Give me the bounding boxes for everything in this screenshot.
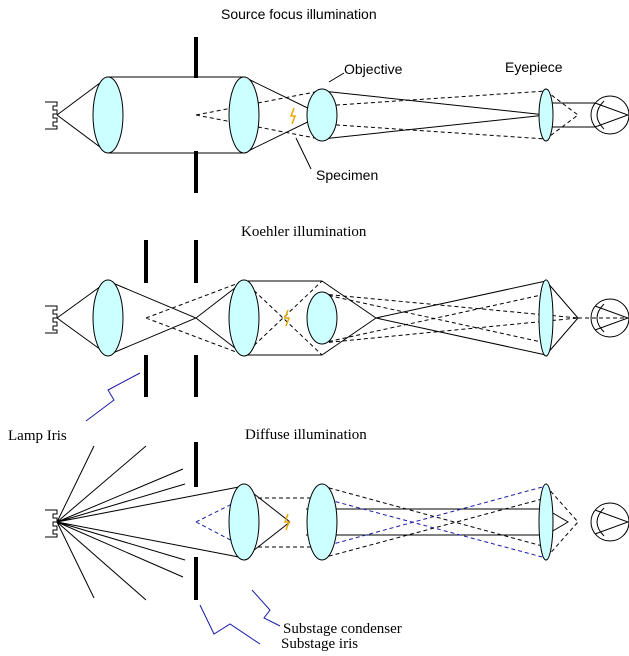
specimen-leader	[295, 137, 312, 170]
label-substage-condenser: Substage condenser	[283, 621, 402, 637]
lamp-filament-icon	[45, 509, 58, 538]
eye-rays	[594, 305, 629, 331]
collector-lens	[92, 76, 124, 154]
eye-lens-icon	[596, 507, 605, 537]
title-diffuse: Diffuse illumination	[245, 427, 367, 443]
label-substage-iris: Substage iris	[281, 636, 358, 652]
label-objective: Objective	[344, 61, 403, 77]
lamp-iris-leader	[85, 372, 141, 422]
image-dashed-rays-1	[145, 280, 323, 356]
lamp-filament-icon	[45, 101, 58, 130]
collimated-beam	[108, 76, 244, 154]
condenser-lens	[228, 76, 260, 154]
objective-leader	[328, 72, 345, 83]
label-eyepiece: Eyepiece	[505, 59, 563, 75]
eye-icon	[590, 298, 629, 338]
specimen-icon	[283, 309, 291, 327]
objective-lens	[306, 483, 338, 561]
eye-icon	[590, 502, 629, 542]
title-koehler: Koehler illumination	[241, 224, 367, 240]
eye-rays	[594, 102, 629, 128]
eye-lens-icon	[596, 100, 605, 130]
panel-koehler: Koehler illumination Lamp Iris	[8, 224, 629, 444]
objective-rays	[321, 90, 595, 140]
label-lamp-iris: Lamp Iris	[8, 428, 67, 444]
eyepiece-lens	[538, 88, 554, 142]
diffuse-rays	[56, 445, 245, 601]
eyepiece-lens	[538, 279, 554, 357]
title-source-focus: Source focus illumination	[221, 6, 377, 22]
crossing-rays	[107, 280, 245, 356]
specimen-icon	[283, 513, 291, 531]
eyepiece-lens	[538, 483, 554, 561]
panel-diffuse: Diffuse illumination Substage condenser …	[45, 427, 629, 652]
specimen-icon	[289, 107, 297, 125]
objective-solid-rays	[306, 508, 569, 536]
eye-rays	[594, 509, 629, 535]
objective-converging	[321, 280, 377, 356]
panel-source-focus: Source focus illumination Objective	[45, 6, 629, 193]
condenser-lens	[228, 483, 260, 561]
collector-lens	[92, 279, 124, 357]
objective-lens	[306, 291, 338, 345]
condenser-dashed	[244, 497, 322, 548]
image-dashed-rays-2	[321, 293, 579, 344]
substage-condenser-leader	[251, 589, 281, 627]
eye-icon	[590, 95, 629, 135]
condenser-lens	[228, 279, 260, 357]
substage-iris-leader	[199, 604, 261, 645]
parallel-rays	[244, 280, 322, 356]
label-specimen: Specimen	[316, 167, 378, 183]
eyepiece-dashed-rays	[321, 90, 579, 140]
eye-lens-icon	[596, 303, 605, 333]
lamp-filament-icon	[45, 305, 58, 334]
objective-lens	[306, 88, 338, 142]
